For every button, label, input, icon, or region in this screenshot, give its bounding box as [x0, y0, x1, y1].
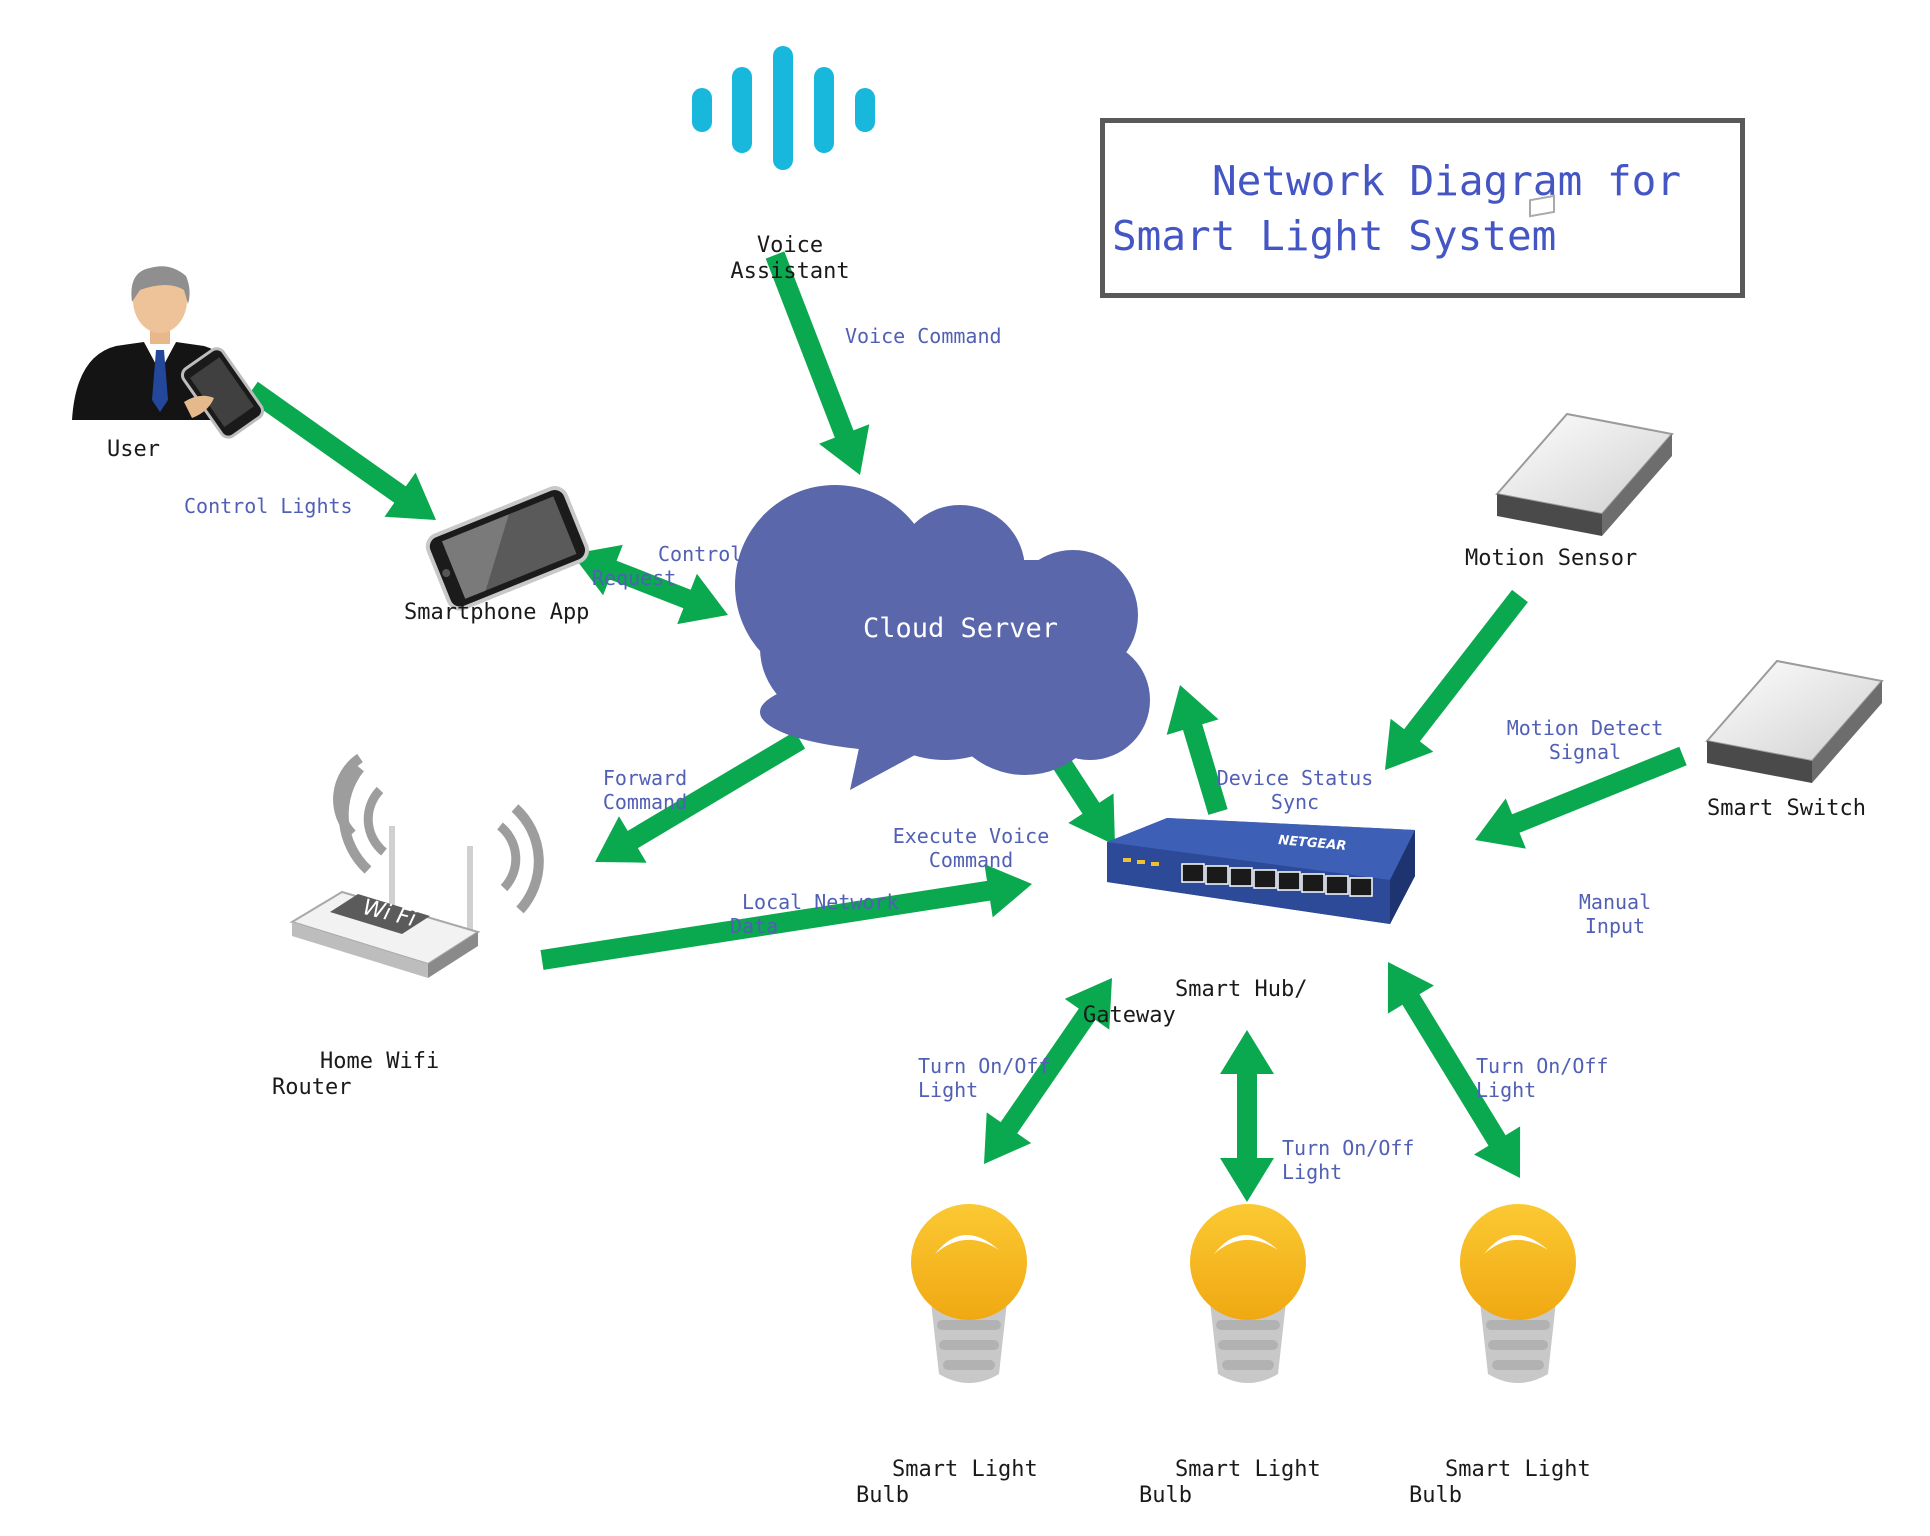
smart-switch-label: Smart Switch	[1707, 796, 1866, 821]
businessman-icon[interactable]	[72, 266, 266, 440]
device-box-icon[interactable]	[1495, 194, 1674, 536]
diagram-title-line1: Network Diagram for	[1212, 157, 1681, 205]
motion-sensor-label: Motion Sensor	[1465, 546, 1638, 571]
network-switch-icon[interactable]: NETGEAR	[1107, 818, 1415, 924]
user-label: User	[107, 437, 160, 462]
lightbulb-icon[interactable]	[911, 1204, 1027, 1383]
arrow-user-to-phone	[246, 381, 436, 520]
wifi-router-icon[interactable]: Wi Fi	[289, 753, 544, 978]
bulbs-group	[911, 1204, 1576, 1383]
arrow-cloud-to-router	[595, 731, 806, 863]
connection-arrows	[246, 251, 1687, 1202]
arrow-hub-bulb-3	[1387, 962, 1521, 1178]
smart-hub-label: Smart Hub/Gateway	[1083, 976, 1308, 1029]
hub-brand-text: NETGEAR	[1278, 833, 1347, 854]
edge-label-voice-command: Voice Command	[845, 324, 1002, 348]
arrow-hub-to-cloud	[1166, 685, 1228, 815]
cloud-icon[interactable]	[735, 485, 1150, 790]
cloud-server-label: Cloud Server	[863, 613, 1059, 644]
soundwave-icon[interactable]	[692, 46, 875, 170]
arrow-voice-to-cloud	[765, 251, 870, 475]
arrow-switch-to-hub	[1475, 746, 1687, 849]
device-box-icon[interactable]	[1705, 659, 1884, 783]
smartphone-app-label: Smartphone App	[404, 600, 590, 625]
lightbulb-icon[interactable]	[1460, 1204, 1576, 1383]
edge-label-control-lights: Control Lights	[184, 494, 353, 518]
arrow-phone-cloud	[572, 544, 728, 625]
smartphone-icon[interactable]	[424, 484, 590, 612]
lightbulb-icon[interactable]	[1190, 1204, 1306, 1383]
diagram-title-line2: Smart Light System	[1112, 212, 1557, 260]
arrow-sensor-to-hub	[1385, 589, 1528, 770]
arrow-router-to-hub	[540, 864, 1032, 970]
arrow-hub-bulb-2	[1220, 1030, 1274, 1202]
title-box	[1100, 118, 1745, 298]
arrow-hub-bulb-1	[984, 978, 1112, 1164]
